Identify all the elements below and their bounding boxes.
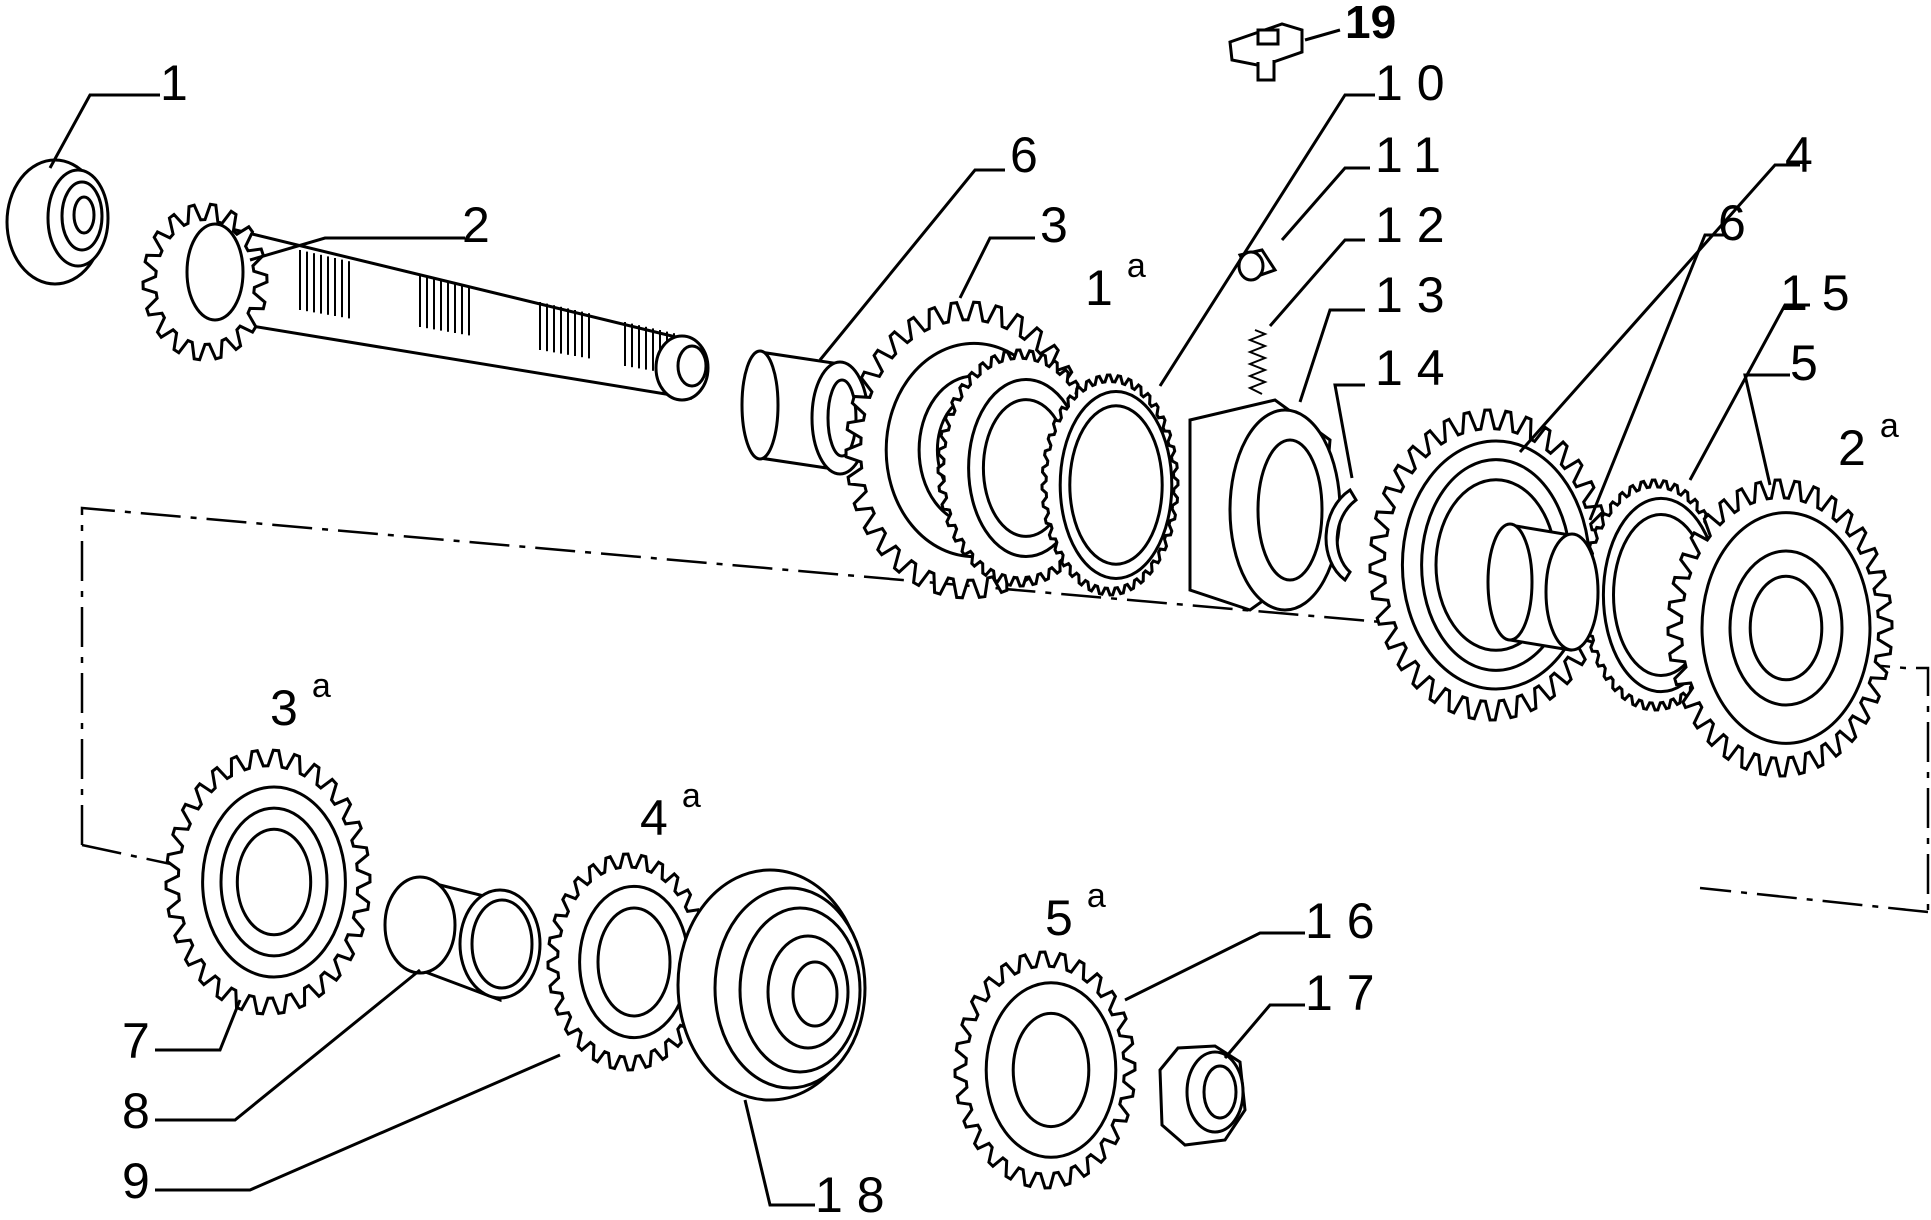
callout-15: 15 xyxy=(1780,265,1864,321)
gear-3a xyxy=(164,748,372,1016)
callout-18: 18 xyxy=(815,1167,899,1220)
callout-8: 8 xyxy=(122,1083,164,1139)
callout-9: 9 xyxy=(122,1153,164,1209)
gear-1-synchro-ring xyxy=(1040,373,1180,597)
boundary-line xyxy=(80,506,1930,914)
gear-label-3: 3a xyxy=(270,667,331,736)
callout-12: 12 xyxy=(1375,197,1459,253)
callout-16: 16 xyxy=(1305,893,1389,949)
callout-2: 2 xyxy=(462,197,504,253)
gear-5a xyxy=(953,950,1137,1190)
callout-19: 19 xyxy=(1345,0,1396,48)
gear-ordinal-labels: 1a 2a 3a 4a 5a xyxy=(270,247,1899,946)
gear-4a xyxy=(546,852,710,1072)
part-6-needle-bearing-right xyxy=(1486,522,1600,652)
leader-lines xyxy=(48,28,1810,1207)
callout-6-right: 6 xyxy=(1718,195,1760,251)
gears-layer xyxy=(164,300,1894,1190)
callout-1: 1 xyxy=(160,55,202,111)
part-13-synchro-hub xyxy=(1188,398,1342,612)
shaft-splines xyxy=(299,250,675,375)
part-14-retaining-ring xyxy=(1324,487,1358,583)
gear-2 xyxy=(1666,478,1894,778)
part-11-pin xyxy=(1237,248,1278,282)
callout-labels: 1 2 6 3 19 10 11 12 13 14 4 6 15 5 7 8 9… xyxy=(122,0,1864,1220)
callout-4: 4 xyxy=(1785,127,1827,183)
part-19-clip xyxy=(1228,22,1304,82)
callout-17: 17 xyxy=(1305,965,1389,1021)
shaft-pinion-gear xyxy=(141,202,269,362)
callout-3: 3 xyxy=(1040,197,1082,253)
part-18-bearing xyxy=(676,868,867,1102)
callout-7: 7 xyxy=(122,1013,164,1069)
callout-11: 11 xyxy=(1375,127,1455,183)
gear-label-2: 2a xyxy=(1838,407,1899,476)
part-2-input-shaft xyxy=(141,202,710,402)
part-1-bearing xyxy=(5,158,110,286)
callout-10: 10 xyxy=(1375,55,1459,111)
callout-13: 13 xyxy=(1375,267,1459,323)
part-17-nut xyxy=(1158,1044,1247,1147)
callout-14: 14 xyxy=(1375,340,1459,396)
part-8-spacer xyxy=(383,875,542,1003)
gear-label-1: 1a xyxy=(1085,247,1146,316)
callout-6-left: 6 xyxy=(1010,127,1052,183)
part-12-spring xyxy=(1247,329,1268,395)
gear-label-5: 5a xyxy=(1045,877,1106,946)
callout-5: 5 xyxy=(1790,335,1832,391)
gear-label-4: 4a xyxy=(640,777,701,846)
